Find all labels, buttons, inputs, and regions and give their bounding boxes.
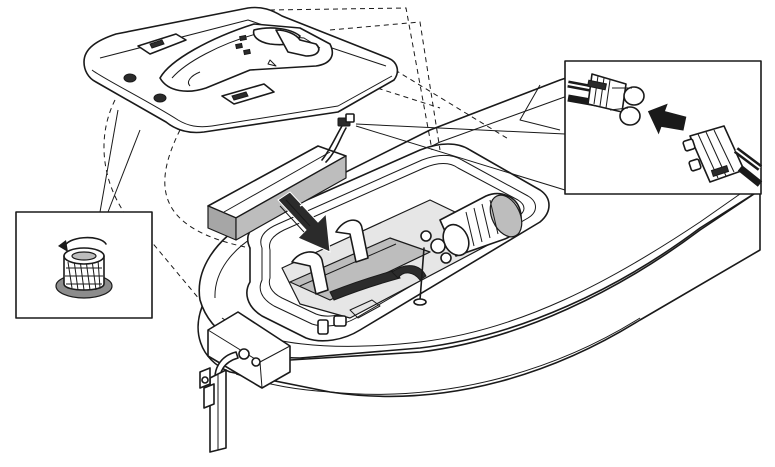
rotate-arrow-icon — [58, 236, 107, 252]
battery-pack-icon — [207, 113, 355, 241]
knob-callout-lines — [99, 109, 141, 213]
hatch-cover-icon — [83, 6, 399, 134]
motor-icon — [420, 192, 523, 264]
insert-arrow-icon — [277, 191, 331, 253]
hatch-knob-detail-icon — [15, 211, 153, 319]
connector-detail-icon — [564, 60, 763, 195]
connector-callout-lines — [355, 123, 566, 191]
rudder-assembly-icon — [199, 311, 291, 453]
